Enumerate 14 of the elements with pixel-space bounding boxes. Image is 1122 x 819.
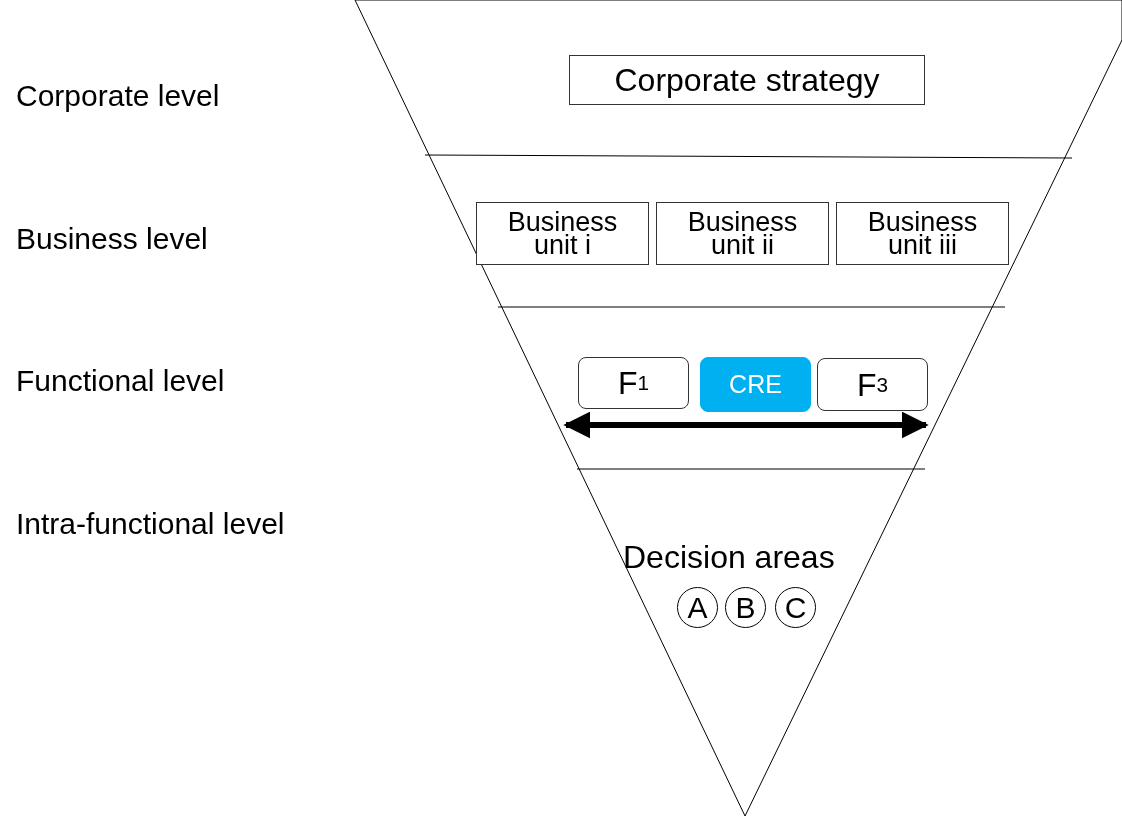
- business-unit-box: Business unit i: [476, 202, 649, 265]
- business-unit-box: Business unit iii: [836, 202, 1009, 265]
- level-label: Business level: [16, 224, 208, 254]
- circle: B: [725, 587, 766, 628]
- level-label: Functional level: [16, 366, 225, 396]
- circle: C: [775, 587, 816, 628]
- business-unit-box: Business unit ii: [656, 202, 829, 265]
- circle: A: [677, 587, 718, 628]
- highlight-box: CRE: [700, 357, 811, 412]
- double-arrow: [563, 411, 929, 439]
- strategy-box: Corporate strategy: [569, 55, 925, 105]
- level-label: Decision areas: [623, 541, 835, 573]
- level-label: Intra-functional level: [16, 509, 285, 539]
- level-label: Corporate level: [16, 81, 220, 111]
